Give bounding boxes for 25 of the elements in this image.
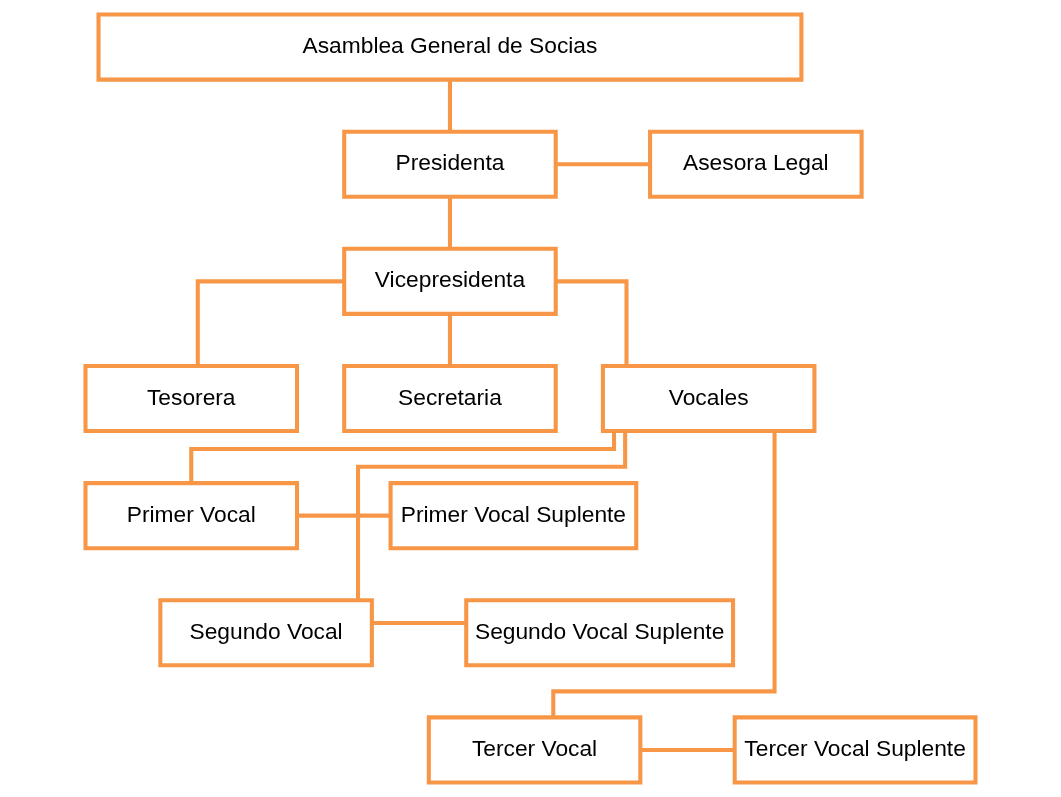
connector [372,621,466,626]
node-box: Asamblea General de Socias [96,12,804,82]
connector [556,279,629,366]
node-box: Primer Vocal Suplente [388,481,639,551]
node-box: Secretaria [342,363,558,434]
node-box: Tercer Vocal Suplente [732,715,978,785]
connector [556,162,650,167]
connector [356,431,628,600]
node-box: Presidenta [342,129,558,199]
connector [297,513,391,518]
node-box: Primer Vocal [83,481,300,551]
connector [447,314,452,366]
connector [551,431,777,718]
connector [640,747,735,752]
connector [447,79,452,132]
connector [447,196,452,249]
node-box: Vicepresidenta [342,246,558,316]
node-box: Vocales [600,363,817,434]
connector [189,431,617,484]
node-box: Tercer Vocal [426,715,643,785]
node-box: Segundo Vocal [158,598,374,668]
node-box: Segundo Vocal Suplente [464,598,736,668]
node-box: Tesorera [83,363,300,434]
node-box: Asesora Legal [648,129,864,199]
connector [195,279,344,366]
